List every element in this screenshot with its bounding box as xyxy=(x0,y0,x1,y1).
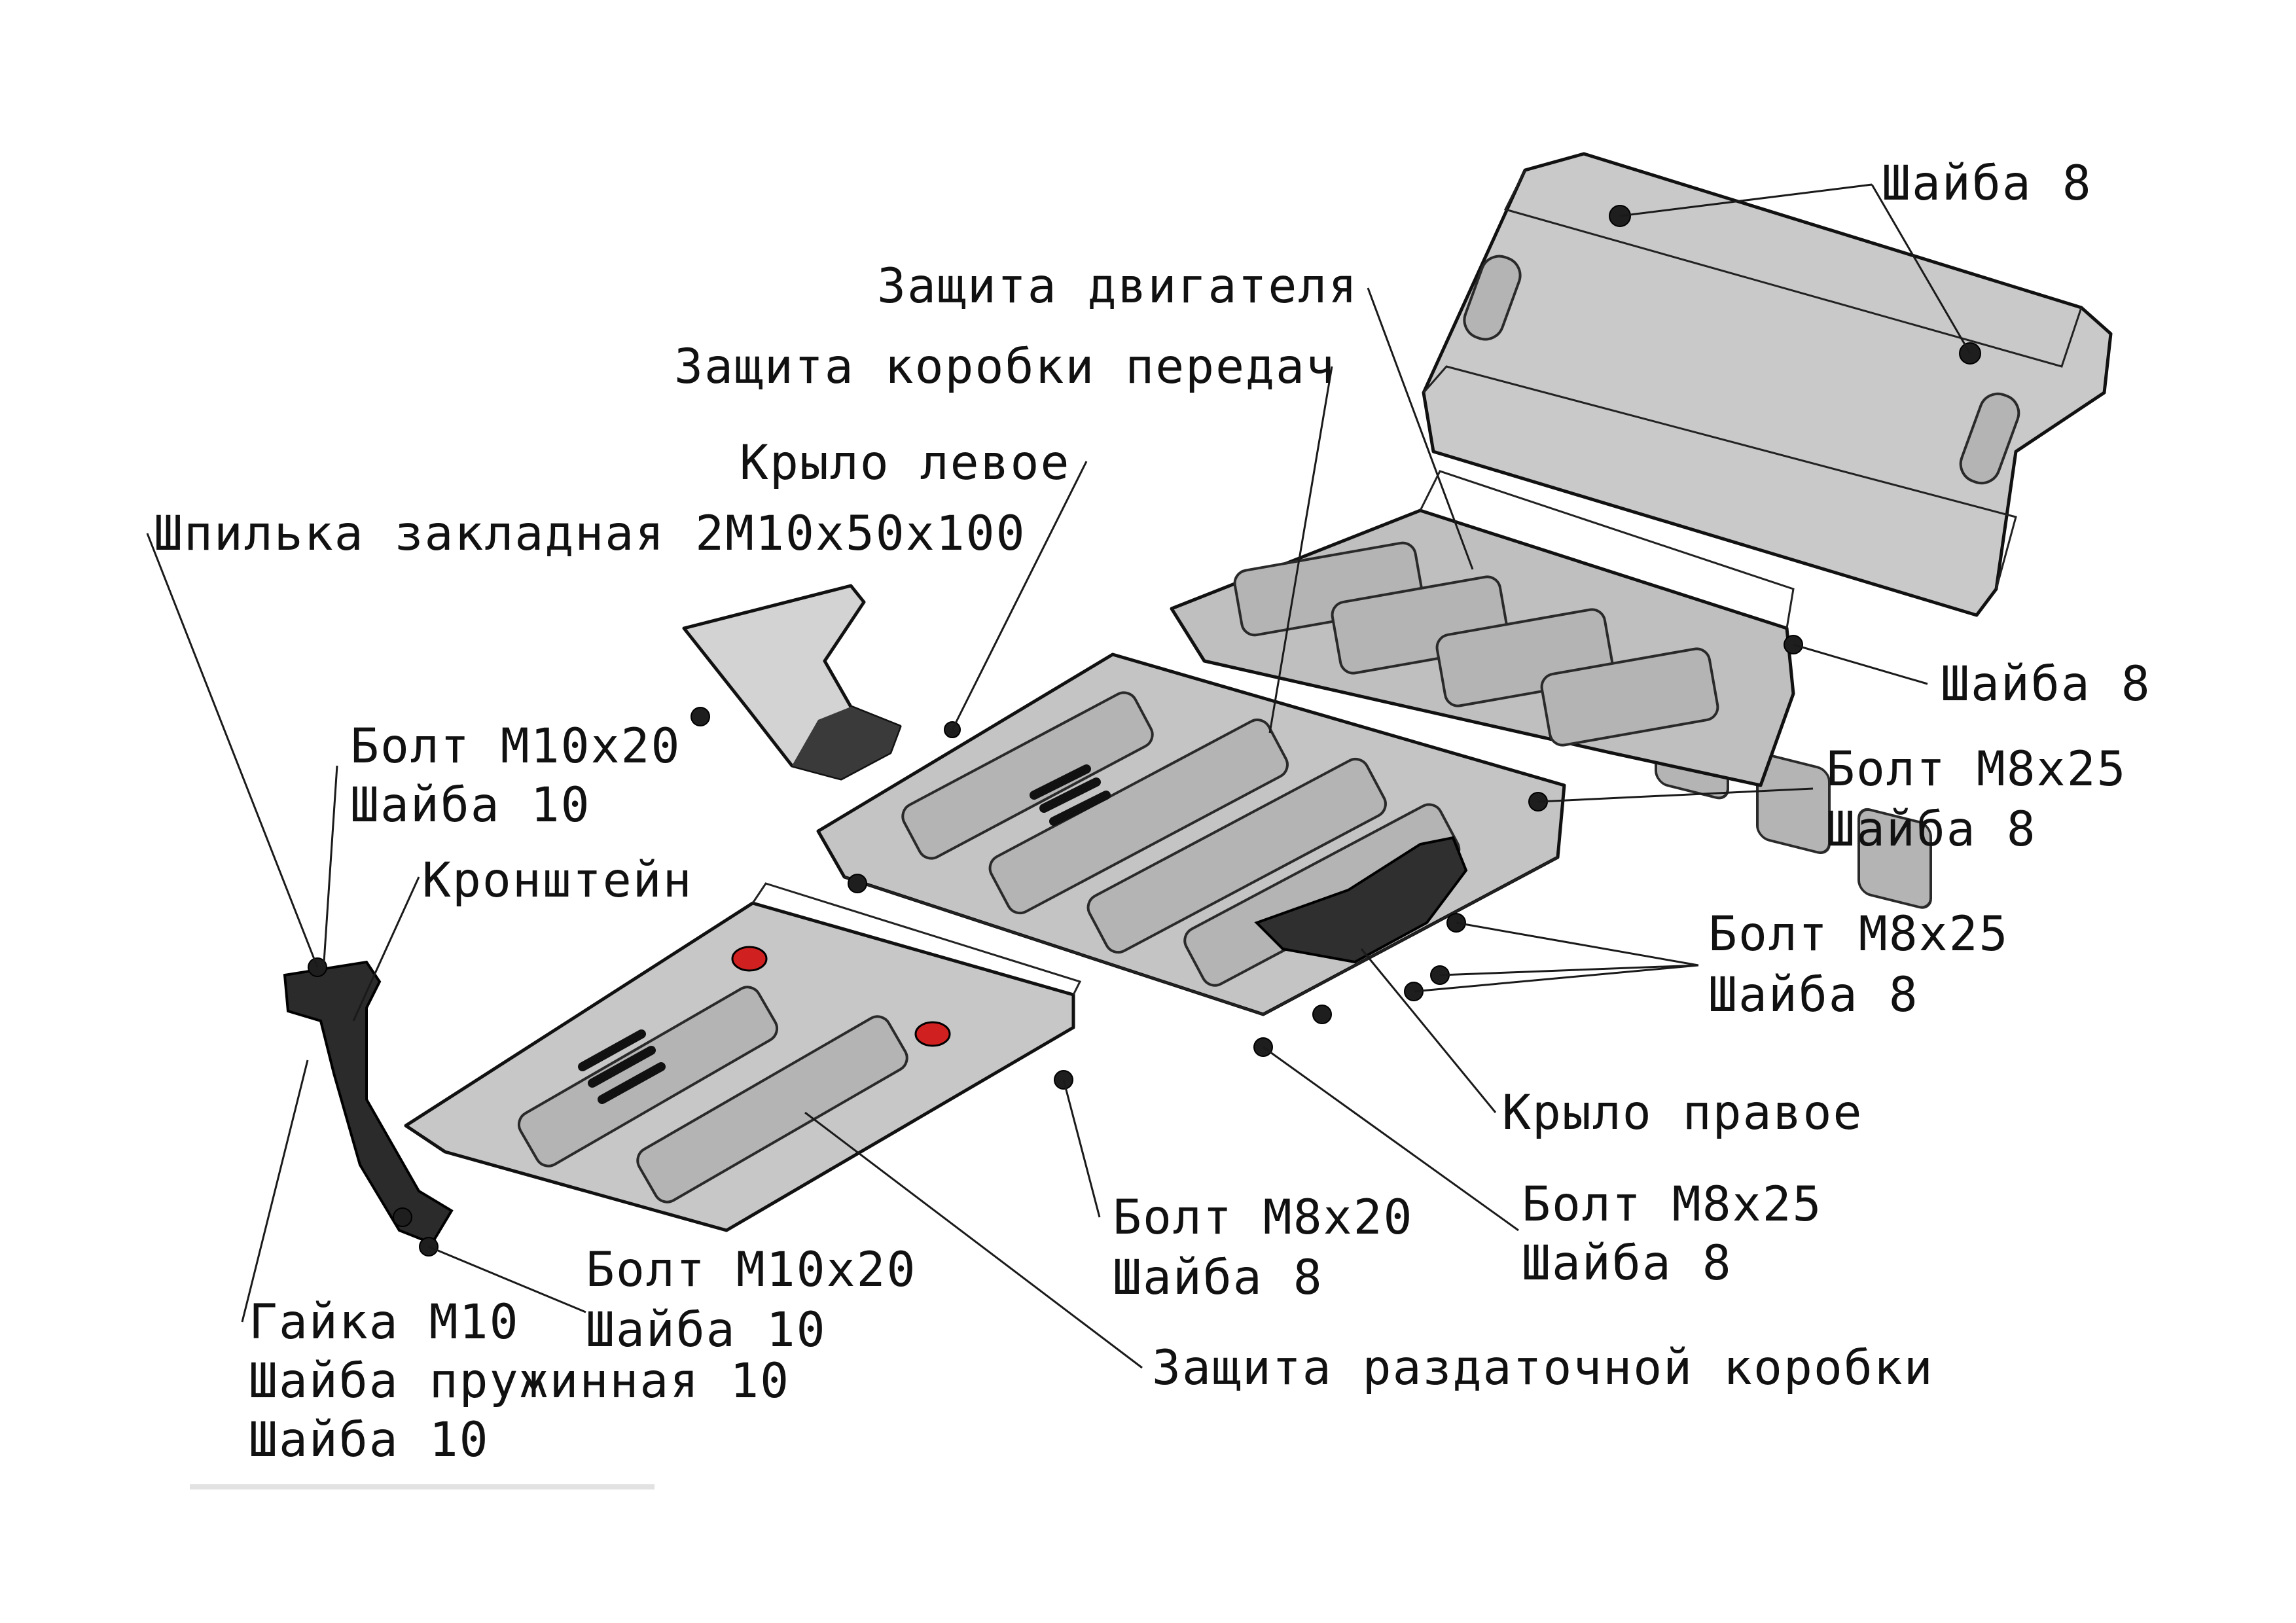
label-engine-guard: Защита двигателя xyxy=(877,259,1358,314)
transfer-case-vent-slits xyxy=(578,1029,666,1104)
label-bolt-m8x25-a: Болт М8х25 xyxy=(1826,741,2127,797)
engine-guard-side-slot-right xyxy=(1959,392,2020,485)
leader-bolt-m8x25-b xyxy=(1413,921,1699,993)
label-washer8-a: Шайба 8 xyxy=(1826,802,2037,857)
engine-guard-bend-line xyxy=(1422,365,2017,590)
bolt-left-fender xyxy=(691,707,710,726)
drain-plug-2 xyxy=(914,1021,951,1047)
leader-gearbox-guard xyxy=(1268,366,1333,734)
label-washer8-right: Шайба 8 xyxy=(1941,656,2151,712)
labels: Шайба 8 Защита двигателя Защита коробки … xyxy=(154,156,2151,1468)
engine-guard-lower-plate xyxy=(1170,470,1795,787)
leader-lines xyxy=(146,183,1971,1369)
leader-bolt-m10x20-a xyxy=(323,765,338,963)
leader-bolt-m8x25-a xyxy=(1537,787,1814,803)
gearbox-vent-slits xyxy=(1030,764,1111,826)
gearbox-pocket-1 xyxy=(901,691,1154,860)
label-spring-washer10: Шайба пружинная 10 xyxy=(249,1353,790,1409)
label-bracket: Кронштейн xyxy=(422,853,693,908)
label-bolt-m10x20-b: Болт М10х20 xyxy=(586,1242,916,1298)
leader-left-fender xyxy=(951,461,1088,730)
left-fender-part xyxy=(682,584,902,781)
label-bolt-m10x20-a: Болт М10х20 xyxy=(350,719,681,774)
label-stud: Шпилька закладная 2М10х50х100 xyxy=(154,506,1026,562)
gearbox-guard-front-rim xyxy=(844,856,1558,1016)
label-washer8-top: Шайба 8 xyxy=(1882,156,2092,211)
transfer-case-top-rim xyxy=(751,882,1082,995)
right-fender-part xyxy=(1254,836,1468,964)
leader-engine-guard xyxy=(1367,287,1474,570)
label-nut-m10: Гайка М10 xyxy=(249,1294,520,1350)
leader-transfer-case xyxy=(804,1111,1143,1369)
drain-plug-1 xyxy=(731,946,768,972)
engine-guard-front-face xyxy=(1422,152,2113,617)
label-gearbox-guard: Защита коробки передач xyxy=(674,339,1336,395)
lower-plate-rim xyxy=(1419,470,1795,629)
engine-guard-window-3 xyxy=(1756,753,1831,854)
transfer-case-guard-part xyxy=(404,882,1082,1232)
leader-right-fender xyxy=(1360,948,1497,1113)
label-left-fender: Крыло левое xyxy=(740,435,1070,491)
lower-plate-pocket-4 xyxy=(1540,647,1719,747)
leader-bolt-m8x20 xyxy=(1062,1079,1101,1218)
engine-guard-top-edge xyxy=(1503,169,2083,368)
label-washer10-b: Шайба 10 xyxy=(586,1302,827,1358)
label-bolt-m8x25-b: Болт М8х25 xyxy=(1708,906,2009,962)
gearbox-pocket-3 xyxy=(1086,757,1387,954)
bolt-bracket-bottom-1 xyxy=(393,1207,412,1227)
leader-washer8-top xyxy=(1619,183,1971,354)
label-transfer-case-guard: Защита раздаточной коробки xyxy=(1152,1340,1934,1396)
bolt-gearbox-left xyxy=(848,874,867,893)
leader-bracket xyxy=(352,876,420,1022)
label-washer10-c: Шайба 10 xyxy=(249,1412,490,1468)
left-fender-dark-flange xyxy=(792,707,900,779)
label-right-fender: Крыло правое xyxy=(1502,1085,1863,1141)
label-bolt-m8x25-c: Болт М8х25 xyxy=(1522,1177,1823,1232)
label-washer10-a: Шайба 10 xyxy=(350,777,591,833)
leader-washer8-right xyxy=(1793,643,1928,685)
bracket-part xyxy=(283,960,454,1245)
right-fender-face xyxy=(1254,836,1468,964)
label-washer8-b: Шайба 8 xyxy=(1708,967,1919,1023)
label-bolt-m8x20: Болт М8х20 xyxy=(1113,1190,1414,1245)
leader-stud xyxy=(146,533,319,968)
leader-bolt-m8x25-c xyxy=(1263,1046,1519,1232)
engine-guard-side-slot-left xyxy=(1463,255,1522,341)
bracket-body xyxy=(283,960,454,1245)
gearbox-pocket-2 xyxy=(988,718,1289,915)
leader-nut-m10 xyxy=(241,1060,309,1323)
label-washer8-d: Шайба 8 xyxy=(1522,1236,1732,1291)
leader-bolt-m10x20-b xyxy=(428,1245,586,1313)
label-washer8-c: Шайба 8 xyxy=(1113,1250,1323,1306)
bolt-front-a xyxy=(1312,1005,1332,1024)
transfer-case-pocket-2 xyxy=(636,1015,908,1204)
engine-guard-window-4 xyxy=(1857,808,1932,909)
